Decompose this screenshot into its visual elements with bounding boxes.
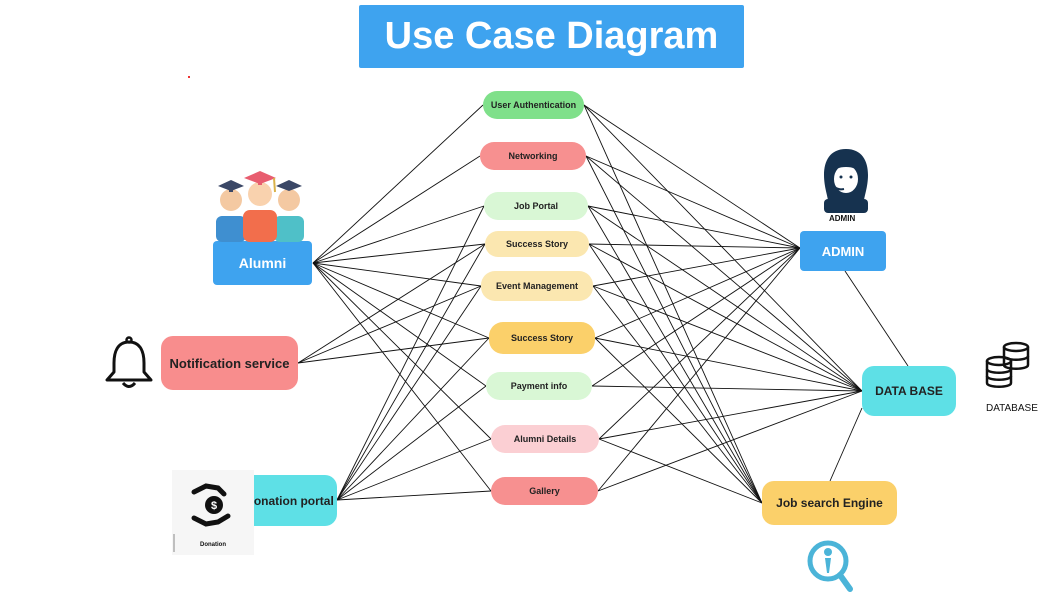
association-line bbox=[312, 243, 486, 264]
usecase-alumni-details[interactable]: Alumni Details bbox=[491, 425, 599, 453]
usecase-user-authentication[interactable]: User Authentication bbox=[483, 91, 584, 119]
bell-icon bbox=[103, 336, 155, 391]
usecase-payment-info[interactable]: Payment info bbox=[486, 372, 592, 400]
association-line bbox=[587, 205, 801, 249]
association-line bbox=[312, 205, 485, 264]
actor-alumni[interactable]: Alumni bbox=[213, 241, 312, 285]
donation-caption: Donation bbox=[200, 542, 226, 548]
association-line bbox=[829, 407, 863, 482]
association-line bbox=[585, 155, 763, 504]
association-line bbox=[594, 337, 863, 392]
association-line bbox=[588, 243, 863, 392]
association-line bbox=[587, 205, 863, 392]
association-line bbox=[588, 243, 763, 504]
association-line bbox=[336, 205, 485, 501]
association-line bbox=[598, 390, 863, 440]
association-line bbox=[583, 104, 863, 392]
usecase-success-story-1[interactable]: Success Story bbox=[485, 231, 589, 257]
graduates-icon bbox=[214, 168, 306, 242]
association-line bbox=[585, 155, 863, 392]
database-icon bbox=[984, 338, 1032, 392]
association-line bbox=[591, 247, 801, 387]
database-caption: DATABASE bbox=[986, 403, 1038, 414]
svg-text:$: $ bbox=[211, 500, 217, 512]
association-line bbox=[336, 385, 487, 501]
actor-notification-service[interactable]: Notification service bbox=[161, 336, 298, 390]
association-line bbox=[297, 337, 490, 364]
association-line bbox=[583, 104, 763, 504]
association-line bbox=[592, 285, 763, 504]
usecase-success-story-2[interactable]: Success Story bbox=[489, 322, 595, 354]
association-line bbox=[594, 247, 801, 339]
association-line bbox=[336, 243, 486, 501]
actor-admin[interactable]: ADMIN bbox=[800, 231, 886, 271]
association-line bbox=[312, 262, 482, 287]
actor-job-search-engine[interactable]: Job search Engine bbox=[762, 481, 897, 525]
actor-database[interactable]: DATA BASE bbox=[862, 366, 956, 416]
usecase-networking[interactable]: Networking bbox=[480, 142, 586, 170]
admin-headset-icon bbox=[818, 145, 874, 227]
usecase-job-portal[interactable]: Job Portal bbox=[484, 192, 588, 220]
association-line bbox=[336, 438, 492, 501]
association-line bbox=[592, 247, 801, 287]
admin-badge-caption: ADMIN bbox=[829, 214, 856, 223]
association-line bbox=[583, 104, 801, 249]
association-line bbox=[591, 385, 863, 392]
association-line bbox=[585, 155, 801, 249]
association-line bbox=[336, 285, 482, 501]
association-line bbox=[297, 285, 482, 364]
association-line bbox=[587, 205, 763, 504]
association-line bbox=[594, 337, 763, 504]
usecase-gallery[interactable]: Gallery bbox=[491, 477, 598, 505]
actor-donation-portal[interactable]: Donation portal bbox=[242, 475, 337, 526]
association-line bbox=[312, 262, 492, 440]
association-line bbox=[297, 243, 486, 364]
association-line bbox=[336, 337, 490, 501]
association-line bbox=[312, 104, 484, 264]
usecase-event-management[interactable]: Event Management bbox=[481, 271, 593, 301]
association-line bbox=[844, 270, 909, 367]
association-line bbox=[312, 262, 487, 387]
association-line bbox=[312, 262, 492, 492]
association-line bbox=[588, 243, 801, 249]
association-line bbox=[597, 247, 801, 492]
association-line bbox=[598, 247, 801, 440]
association-line bbox=[598, 438, 763, 504]
association-line bbox=[597, 390, 863, 492]
search-person-icon bbox=[806, 537, 854, 593]
stray-dot bbox=[188, 76, 190, 78]
page-title: Use Case Diagram bbox=[359, 5, 744, 68]
association-line bbox=[312, 155, 481, 264]
association-line bbox=[336, 490, 492, 501]
association-line bbox=[312, 262, 490, 339]
donation-hand-icon: $ bbox=[172, 470, 254, 555]
association-line bbox=[592, 285, 863, 392]
